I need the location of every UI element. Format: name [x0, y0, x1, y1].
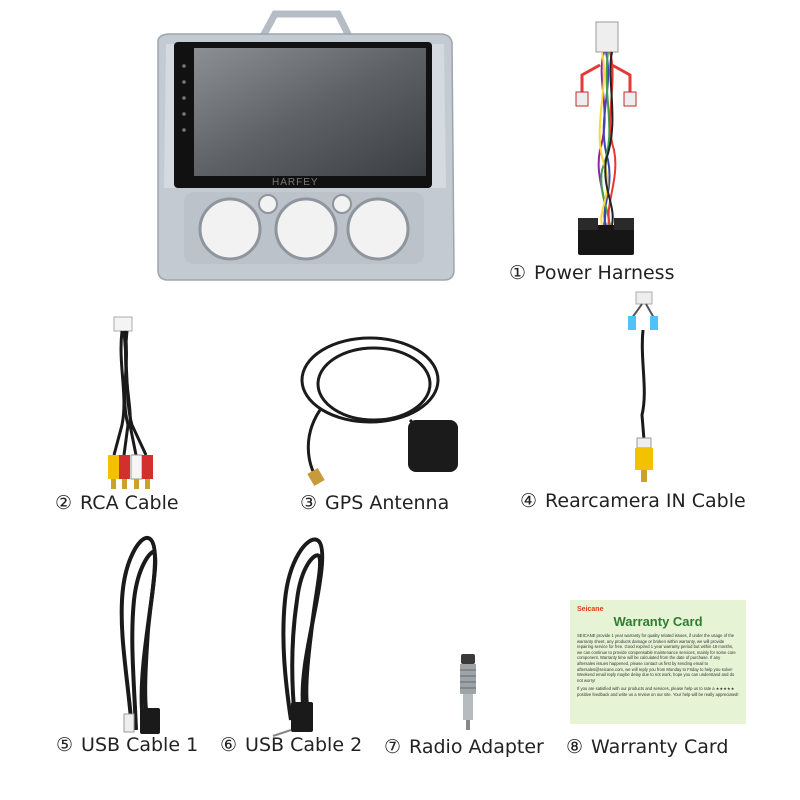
item-label: GPS Antenna [325, 492, 450, 514]
warranty-card-paragraph-2: If you are satisfied with our products a… [577, 686, 739, 697]
warranty-card: Seicane Warranty Card SEICANE provide 1 … [570, 600, 746, 724]
item-label: Warranty Card [591, 736, 729, 758]
caption-power-harness: ① Power Harness [509, 262, 674, 284]
item-label: Rearcamera IN Cable [545, 490, 746, 512]
item-label: Radio Adapter [409, 736, 544, 758]
caption-warranty-card: ⑧ Warranty Card [566, 736, 728, 758]
warranty-card-brand: Seicane [577, 606, 604, 613]
item-number: ⑦ [384, 736, 402, 758]
item-label: Power Harness [534, 262, 675, 284]
caption-rca-cable: ② RCA Cable [55, 492, 179, 514]
item-label: USB Cable 2 [245, 734, 363, 756]
car-stereo-unit: HARFEY [150, 8, 460, 288]
rca-cable-image [100, 315, 160, 495]
item-number: ② [55, 492, 73, 514]
warranty-card-title: Warranty Card [613, 614, 703, 629]
caption-usb-cable-2: ⑥ USB Cable 2 [220, 734, 362, 756]
item-number: ⑤ [56, 734, 74, 756]
caption-rearcamera-cable: ④ Rearcamera IN Cable [520, 490, 746, 512]
caption-radio-adapter: ⑦ Radio Adapter [384, 736, 544, 758]
power-harness-image [560, 20, 650, 260]
usb-cable-1-image [100, 530, 180, 740]
warranty-card-paragraph-1: SEICANE provide 1 year warranty for qual… [577, 633, 736, 683]
caption-usb-cable-1: ⑤ USB Cable 1 [56, 734, 198, 756]
caption-gps-antenna: ③ GPS Antenna [300, 492, 449, 514]
rearcamera-cable-image [620, 290, 670, 485]
stereo-brand: HARFEY [272, 177, 319, 188]
item-number: ④ [520, 490, 538, 512]
usb-cable-2-image [255, 530, 345, 740]
item-number: ① [509, 262, 527, 284]
item-label: USB Cable 1 [81, 734, 199, 756]
item-number: ⑥ [220, 734, 238, 756]
item-number: ⑧ [566, 736, 584, 758]
item-label: RCA Cable [80, 492, 179, 514]
item-number: ③ [300, 492, 318, 514]
gps-antenna-image [290, 330, 470, 490]
radio-adapter-image [455, 652, 481, 732]
